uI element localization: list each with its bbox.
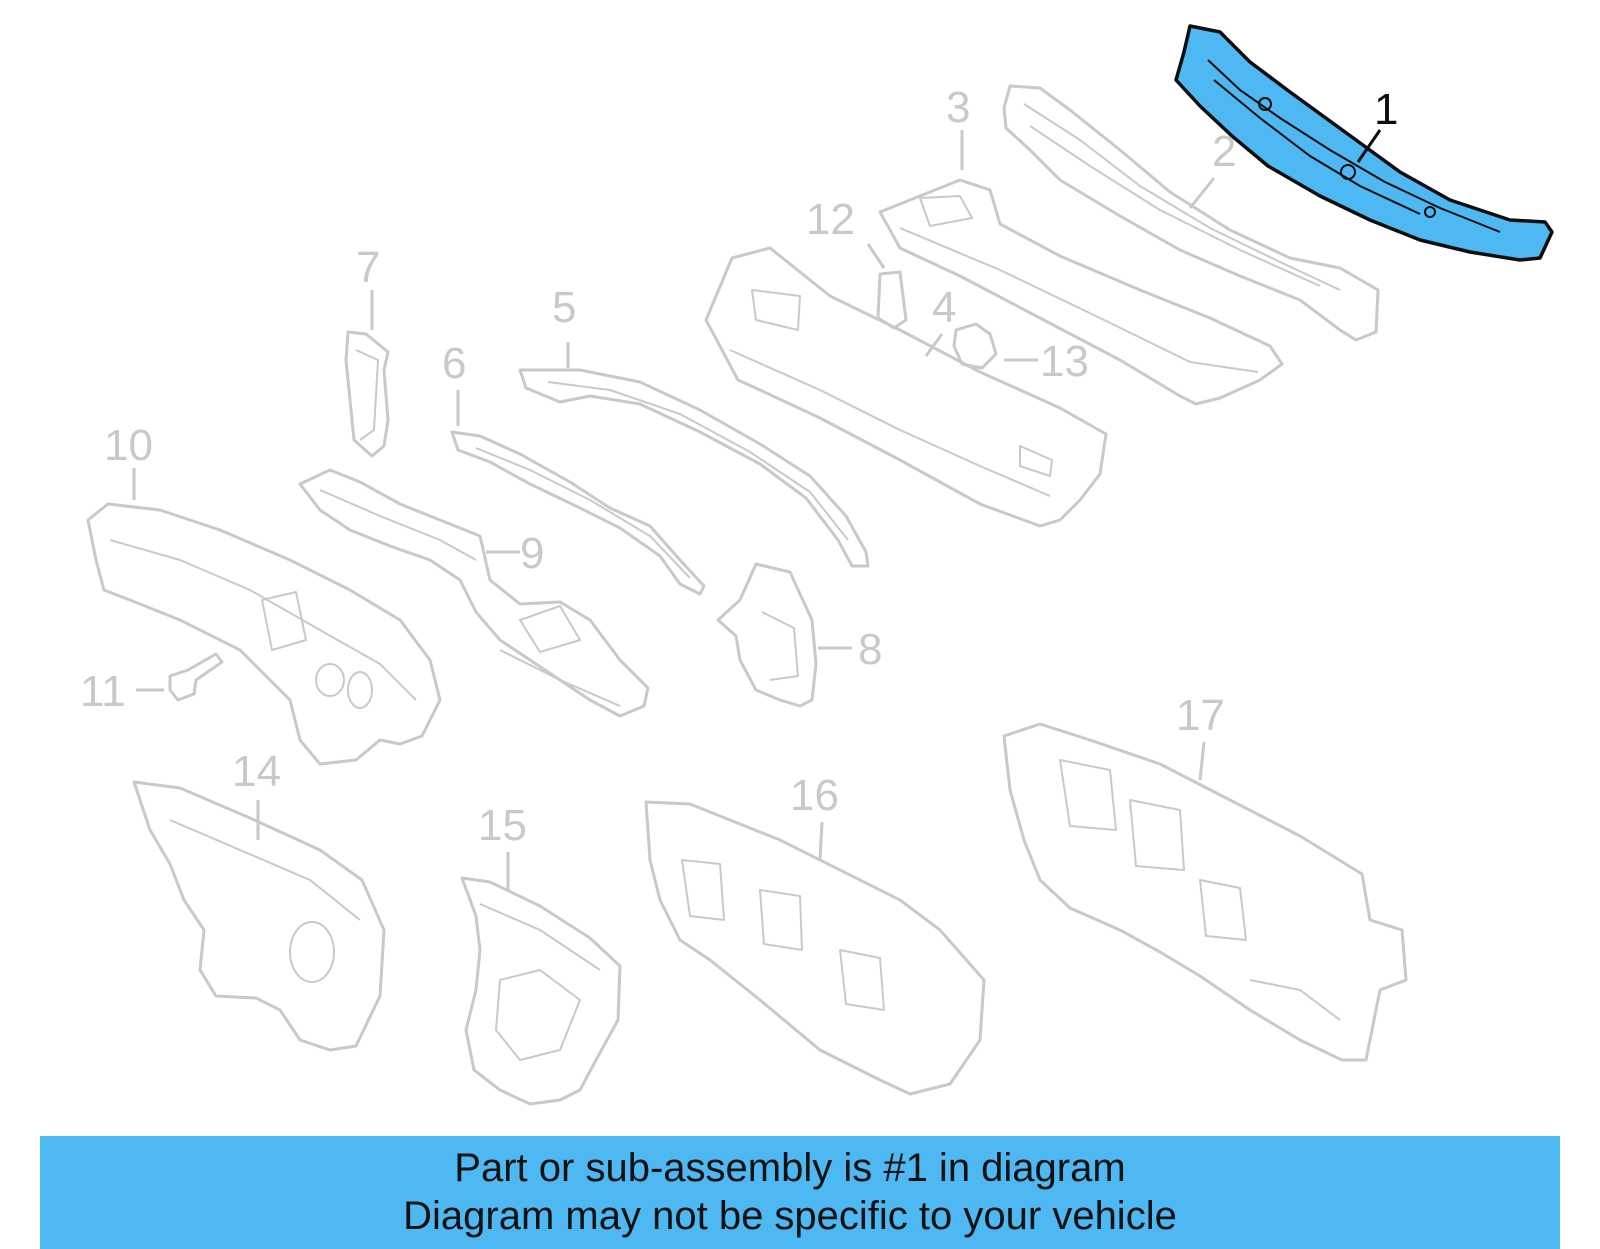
part-2[interactable] <box>1002 84 1380 342</box>
part-13[interactable] <box>952 322 998 370</box>
callout-13[interactable]: 13 <box>1040 337 1089 386</box>
part-11-bolt[interactable] <box>168 652 224 702</box>
part-1-highlighted[interactable] <box>1174 24 1554 262</box>
banner-line-2: Diagram may not be specific to your vehi… <box>403 1194 1177 1238</box>
callout-2[interactable]: 2 <box>1212 127 1236 176</box>
part-3[interactable] <box>878 178 1284 406</box>
callout-16[interactable]: 16 <box>790 771 839 820</box>
part-14[interactable] <box>132 780 386 1052</box>
callout-1[interactable]: 1 <box>1374 85 1398 134</box>
leader-lines <box>132 129 1382 890</box>
part-8[interactable] <box>716 562 818 708</box>
callout-9[interactable]: 9 <box>520 529 544 578</box>
callout-17[interactable]: 17 <box>1176 691 1225 740</box>
callout-3[interactable]: 3 <box>946 83 970 132</box>
callout-7[interactable]: 7 <box>356 243 380 292</box>
callout-labels: 1 2 3 4 5 6 7 8 9 10 11 12 13 14 15 16 1… <box>80 83 1398 850</box>
part-12[interactable] <box>876 270 908 330</box>
callout-12[interactable]: 12 <box>806 195 855 244</box>
part-17[interactable] <box>1002 722 1408 1062</box>
banner-line-1: Part or sub-assembly is #1 in diagram <box>454 1146 1126 1190</box>
part-16[interactable] <box>644 800 986 1096</box>
callout-5[interactable]: 5 <box>552 283 576 332</box>
callout-4[interactable]: 4 <box>932 283 956 332</box>
callout-11[interactable]: 11 <box>80 667 126 716</box>
part-5[interactable] <box>518 368 870 568</box>
part-4[interactable] <box>704 246 1108 528</box>
callout-14[interactable]: 14 <box>232 747 281 796</box>
part-9[interactable] <box>298 468 650 718</box>
info-banner: Part or sub-assembly is #1 in diagram Di… <box>40 1136 1560 1249</box>
callout-10[interactable]: 10 <box>104 421 153 470</box>
callout-6[interactable]: 6 <box>442 339 466 388</box>
callout-8[interactable]: 8 <box>858 625 882 674</box>
part-15[interactable] <box>460 876 622 1106</box>
callout-15[interactable]: 15 <box>478 801 527 850</box>
part-6[interactable] <box>450 430 706 596</box>
part-7[interactable] <box>344 330 390 458</box>
part-10[interactable] <box>86 502 442 766</box>
